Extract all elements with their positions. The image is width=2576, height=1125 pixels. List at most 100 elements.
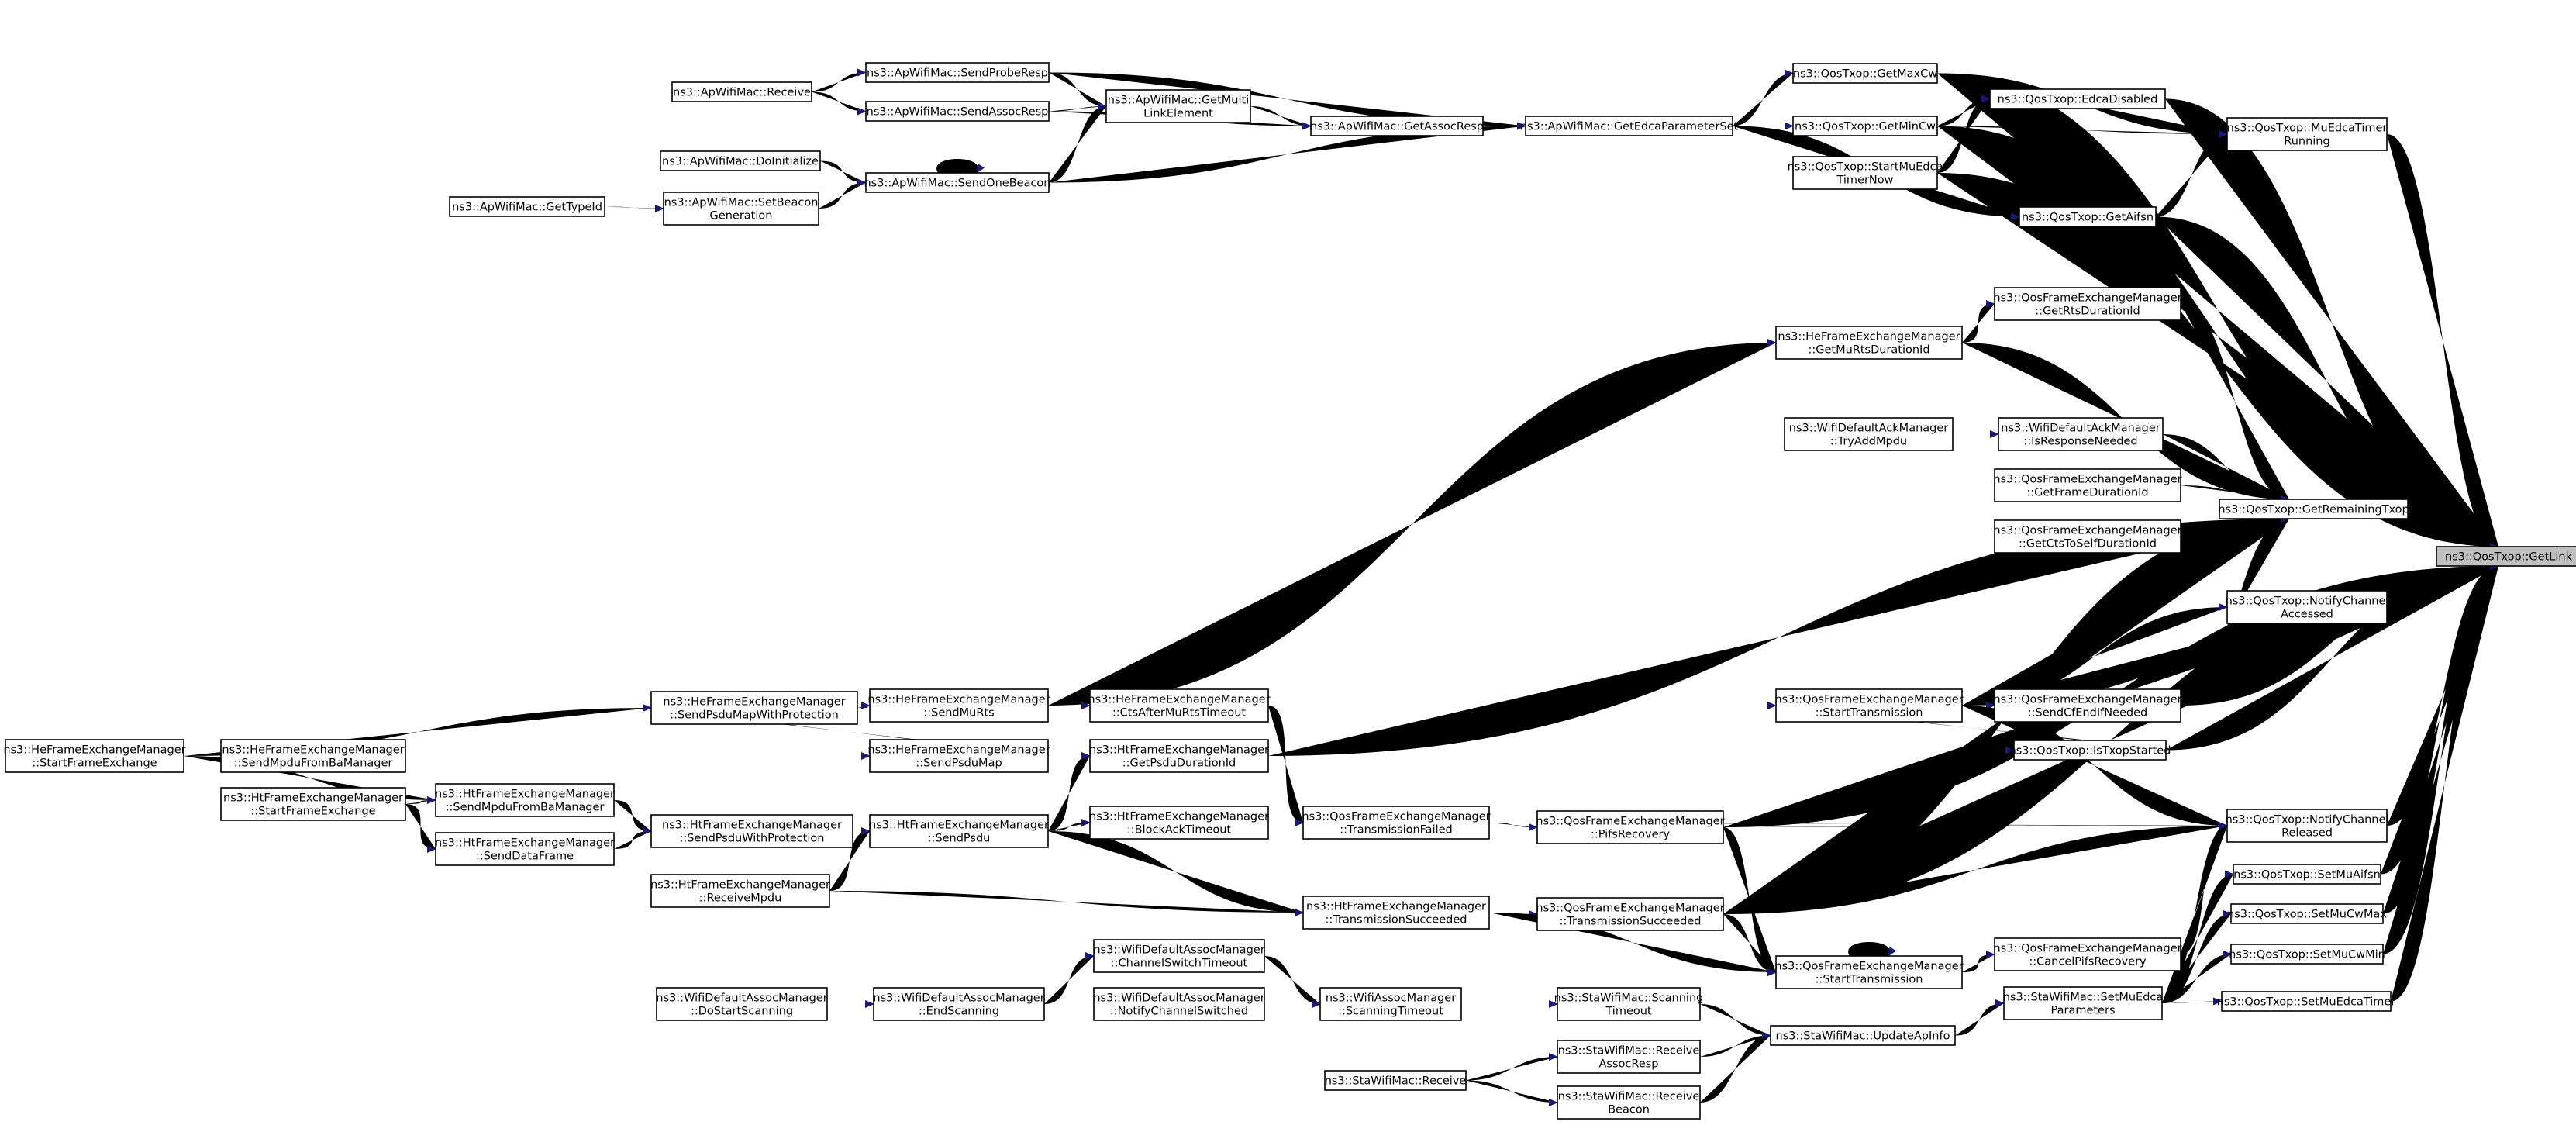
- graph-node-framedur[interactable]: ns3::QosFrameExchangeManager::GetFrameDu…: [1993, 468, 2182, 502]
- node-label: ns3::HeFrameExchangeManager: [663, 696, 845, 709]
- graph-node-hesendpsdumap2[interactable]: ns3::HeFrameExchangeManager::SendPsduMap: [867, 739, 1050, 773]
- graph-node-cancelpifs[interactable]: ns3::QosFrameExchangeManager::CancelPifs…: [1993, 937, 2182, 971]
- graph-node-rtsdur[interactable]: ns3::QosFrameExchangeManager::GetRtsDura…: [1993, 287, 2182, 321]
- graph-node-pifs[interactable]: ns3::QosFrameExchangeManager::PifsRecove…: [1536, 810, 1725, 844]
- graph-node-scantimeout[interactable]: ns3::WifiAssocManager::ScanningTimeout: [1319, 987, 1462, 1021]
- graph-node-root[interactable]: ns3::QosTxop::GetLink: [2436, 546, 2576, 567]
- graph-node-typeid[interactable]: ns3::ApWifiMac::GetTypeId: [449, 196, 605, 217]
- node-box: [650, 874, 830, 908]
- graph-node-maxcw[interactable]: ns3::QosTxop::GetMaxCw: [1792, 63, 1938, 84]
- edge-htsenddata-to-htsendpsduprot: [614, 827, 652, 849]
- node-label: ns3::WifiDefaultAssocManager: [1093, 944, 1264, 957]
- node-label: ::CancelPifsRecovery: [2029, 956, 2147, 968]
- node-label: ns3::StaWifiMac::SetMuEdca: [2003, 992, 2164, 1004]
- node-label: ns3::HtFrameExchangeManager: [1306, 901, 1486, 913]
- graph-node-sendmurts[interactable]: ns3::HeFrameExchangeManager::SendMuRts: [867, 688, 1050, 723]
- node-box: [660, 150, 821, 171]
- graph-node-starecv[interactable]: ns3::StaWifiMac::Receive: [1324, 1070, 1467, 1091]
- graph-node-trymp[interactable]: ns3::WifiDefaultAckManager::TryAddMpdu: [1784, 417, 1954, 451]
- graph-node-getaifsn[interactable]: ns3::QosTxop::GetAifsn: [2019, 206, 2157, 227]
- node-label: ::ScanningTimeout: [1338, 1006, 1443, 1018]
- graph-node-htrecv[interactable]: ns3::HtFrameExchangeManager::ReceiveMpdu: [650, 874, 830, 908]
- graph-node-qstart2[interactable]: ns3::QosFrameExchangeManager::StartTrans…: [1774, 955, 1964, 989]
- graph-node-chanswitch[interactable]: ns3::WifiDefaultAssocManager::ChannelSwi…: [1093, 939, 1265, 973]
- node-box: [1310, 116, 1484, 136]
- node-label: ns3::HtFrameExchangeManager: [223, 792, 403, 805]
- node-label: ns3::QosFrameExchangeManager: [1536, 816, 1724, 828]
- graph-node-hesendmpdu[interactable]: ns3::HeFrameExchangeManager::SendMpduFro…: [220, 739, 406, 773]
- node-label: ns3::HeFrameExchangeManager: [1778, 331, 1960, 343]
- graph-node-ctsself[interactable]: ns3::QosFrameExchangeManager::GetCtsToSe…: [1993, 519, 2182, 554]
- graph-node-sendcfend[interactable]: ns3::QosFrameExchangeManager::SendCfEndI…: [1993, 688, 2182, 723]
- node-label: ns3::QosTxop::StartMuEdca: [1788, 161, 1943, 174]
- graph-node-stascan[interactable]: ns3::StaWifiMac::ScanningTimeout: [1554, 987, 1704, 1021]
- edge-setmuedca-to-setcwmin: [2162, 950, 2232, 1003]
- edge-chanswitch-to-scantimeout: [1264, 956, 1321, 1008]
- graph-node-htsendmpdu[interactable]: ns3::HtFrameExchangeManager::SendMpduFro…: [435, 783, 615, 817]
- graph-node-qtxfail[interactable]: ns3::QosFrameExchangeManager::Transmissi…: [1302, 806, 1491, 840]
- node-box: [1089, 739, 1269, 773]
- node-box: [656, 987, 828, 1021]
- graph-node-htstart[interactable]: ns3::HtFrameExchangeManager::StartFrameE…: [220, 787, 406, 821]
- node-label: ::StartFrameExchange: [32, 757, 157, 770]
- graph-node-sendassoc[interactable]: ns3::ApWifiMac::SendAssocResp: [865, 101, 1050, 122]
- graph-node-httxsucc[interactable]: ns3::HtFrameExchangeManager::Transmissio…: [1302, 896, 1490, 930]
- node-label: ns3::WifiDefaultAssocManager: [873, 992, 1044, 1005]
- node-label: ns3::HeFrameExchangeManager: [867, 694, 1050, 706]
- graph-node-edcadis[interactable]: ns3::QosTxop::EdcaDisabled: [1989, 88, 2166, 109]
- graph-node-dostartscan[interactable]: ns3::WifiDefaultAssocManager::DoStartSca…: [656, 987, 828, 1021]
- graph-node-htsendpsduprot[interactable]: ns3::HtFrameExchangeManager::SendPsduWit…: [650, 814, 853, 848]
- node-label: ::GetFrameDurationId: [2026, 487, 2148, 499]
- graph-node-setcwmax[interactable]: ns3::QosTxop::SetMuCwMax: [2227, 903, 2387, 924]
- node-label: ::EndScanning: [919, 1006, 999, 1018]
- graph-node-assocresp[interactable]: ns3::ApWifiMac::GetAssocResp: [1310, 116, 1484, 136]
- graph-node-endscan[interactable]: ns3::WifiDefaultAssocManager::EndScannin…: [873, 987, 1045, 1021]
- node-label: ns3::QosTxop::GetLink: [2445, 551, 2573, 564]
- graph-node-mincw[interactable]: ns3::QosTxop::GetMinCw: [1792, 116, 1938, 136]
- graph-node-beacon[interactable]: ns3::ApWifiMac::SendOneBeacon: [864, 172, 1051, 193]
- graph-node-setcwmin[interactable]: ns3::QosTxop::SetMuCwMin: [2229, 944, 2385, 965]
- node-box: [1302, 896, 1490, 930]
- graph-node-probe[interactable]: ns3::ApWifiMac::SendProbeResp: [865, 62, 1050, 83]
- graph-node-istxop[interactable]: ns3::QosTxop::IsTxopStarted: [2009, 740, 2171, 761]
- node-box: [1319, 987, 1462, 1021]
- graph-node-qstart[interactable]: ns3::QosFrameExchangeManager::StartTrans…: [1774, 688, 1964, 723]
- node-label: ::TransmissionSucceeded: [1560, 916, 1702, 928]
- graph-node-blockack[interactable]: ns3::HtFrameExchangeManager::BlockAckTim…: [1089, 806, 1269, 840]
- graph-node-murtsdur[interactable]: ns3::HeFrameExchangeManager::GetMuRtsDur…: [1775, 326, 1963, 360]
- node-label: ::ChannelSwitchTimeout: [1111, 958, 1248, 970]
- graph-node-apreceive[interactable]: ns3::ApWifiMac::Receive: [671, 81, 812, 102]
- graph-node-updateap[interactable]: ns3::StaWifiMac::UpdateApInfo: [1770, 1025, 1956, 1046]
- edge-apreceive-to-sendassoc: [812, 91, 867, 116]
- graph-node-ctsafter[interactable]: ns3::HeFrameExchangeManager::CtsAfterMuR…: [1088, 688, 1271, 723]
- edge-multilink-to-assocresp: [1250, 106, 1312, 130]
- node-label: ns3::QosFrameExchangeManager: [1993, 694, 2181, 706]
- graph-node-doinit[interactable]: ns3::ApWifiMac::DoInitialize: [660, 150, 821, 171]
- graph-node-hestart[interactable]: ns3::HeFrameExchangeManager::StartFrameE…: [3, 739, 186, 773]
- graph-node-notifychsw[interactable]: ns3::WifiDefaultAssocManager::NotifyChan…: [1093, 987, 1265, 1021]
- graph-node-getpsdudur[interactable]: ns3::HtFrameExchangeManager::GetPsduDura…: [1089, 739, 1269, 773]
- graph-node-setedca[interactable]: ns3::QosTxop::SetMuEdcaTimer: [2217, 991, 2396, 1012]
- graph-node-edcaparam[interactable]: ns3::ApWifiMac::GetEdcaParameterSet: [1520, 116, 1739, 136]
- graph-node-htsenddata[interactable]: ns3::HtFrameExchangeManager::SendDataFra…: [435, 832, 615, 866]
- node-label: ns3::QosTxop::EdcaDisabled: [1998, 94, 2158, 106]
- graph-node-remtxop[interactable]: ns3::QosTxop::GetRemainingTxop: [2218, 499, 2409, 519]
- graph-node-isresp[interactable]: ns3::WifiDefaultAckManager::IsResponseNe…: [1998, 417, 2164, 451]
- node-label: Released: [2281, 827, 2333, 840]
- node-label: ns3::ApWifiMac::SetBeacon: [664, 197, 819, 209]
- graph-node-htsendpsdu[interactable]: ns3::HtFrameExchangeManager::SendPsdu: [869, 814, 1049, 848]
- edge-htsendmpdu-to-htsendpsduprot: [614, 800, 652, 835]
- graph-node-sendpsdumap[interactable]: ns3::HeFrameExchangeManager::SendPsduMap…: [650, 691, 858, 725]
- graph-node-setaifsn[interactable]: ns3::QosTxop::SetMuAifsn: [2233, 864, 2381, 885]
- edge-getaifsn-to-murun: [2156, 130, 2228, 217]
- graph-node-qtxsucc[interactable]: ns3::QosFrameExchangeManager::Transmissi…: [1536, 897, 1725, 931]
